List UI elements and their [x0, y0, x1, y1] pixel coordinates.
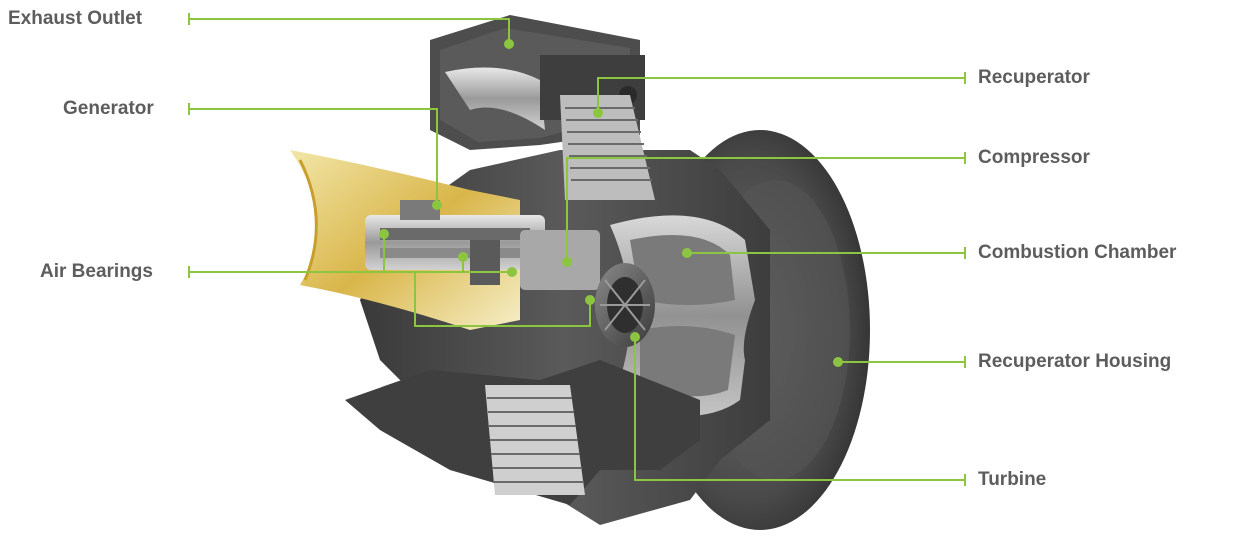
label-compressor: Compressor	[978, 147, 1090, 168]
leader-compressor	[566, 157, 965, 262]
label-exhaust-outlet: Exhaust Outlet	[8, 8, 143, 29]
turbine-wheel-shape	[595, 263, 655, 347]
machine-illustration	[290, 15, 870, 530]
label-recuperator: Recuperator	[978, 67, 1090, 88]
leader-lines	[188, 13, 966, 486]
leader-exhaust-outlet	[189, 18, 510, 44]
shaft-assembly	[365, 200, 600, 290]
label-generator: Generator	[63, 98, 154, 119]
leader-turbine	[634, 337, 965, 481]
label-turbine: Turbine	[978, 469, 1047, 490]
leader-dots	[379, 39, 843, 367]
recuperator-fins-lower	[485, 385, 585, 495]
recuperator-fins-upper	[560, 95, 655, 200]
label-recuperator-housing: Recuperator Housing	[978, 351, 1172, 372]
leader-generator	[189, 108, 438, 205]
leader-recuperator	[597, 77, 965, 113]
label-combustion-chamber: Combustion Chamber	[978, 242, 1177, 263]
label-air-bearings: Air Bearings	[40, 261, 153, 282]
